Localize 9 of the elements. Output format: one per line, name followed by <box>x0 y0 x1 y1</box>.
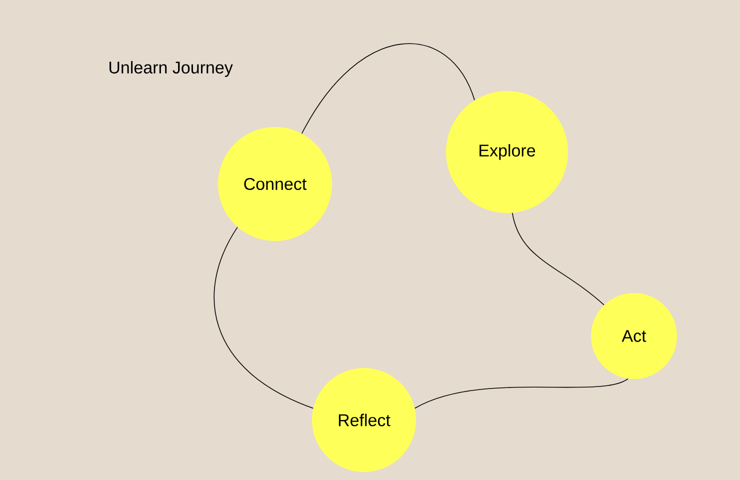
circle-node: Explore <box>446 91 568 213</box>
circle-node: Connect <box>218 127 332 241</box>
circle-node: Reflect <box>312 368 416 472</box>
circle-node: Act <box>591 293 677 379</box>
connector-line <box>214 226 314 409</box>
title: Unlearn Journey <box>110 61 233 77</box>
connector-line <box>301 44 475 134</box>
connector-line <box>414 378 628 409</box>
connector-line <box>512 212 604 306</box>
